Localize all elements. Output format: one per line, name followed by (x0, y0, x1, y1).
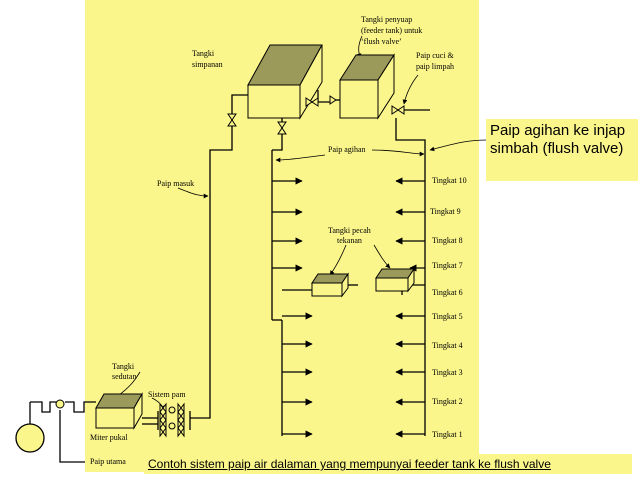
wash-overflow-label: Paip cuci & paip limpah (416, 51, 455, 71)
level-label: Tingkat 8 (432, 236, 463, 245)
svg-text:(feeder tank) untuk: (feeder tank) untuk (361, 26, 422, 35)
pump-icon (159, 402, 185, 438)
main-pipe-tail (59, 410, 85, 463)
flush-valve-callout: Paip agihan ke injap simbah (flush valve… (486, 119, 638, 181)
distribution-pipe-label: Paip agihan (328, 145, 366, 154)
svg-text:tekanan: tekanan (337, 236, 362, 245)
level-label: Tingkat 7 (432, 261, 463, 270)
figure-caption: Contoh sistem paip air dalaman yang memp… (144, 454, 632, 474)
level-label: Tingkat 10 (432, 176, 467, 185)
svg-text:Paip cuci &: Paip cuci & (416, 51, 455, 60)
gate-valve-icon (391, 105, 405, 115)
main-pipe-label: Paip utama (90, 457, 126, 466)
suction-tank (95, 392, 143, 430)
svg-text:Tangki pecah: Tangki pecah (328, 226, 371, 235)
svg-text:sedutan: sedutan (112, 372, 136, 381)
pump-system-label: Sistem pam (148, 390, 186, 399)
level-label: Tingkat 2 (432, 397, 463, 406)
break-pressure-tank-label: Tangki pecah tekanan (328, 226, 371, 245)
svg-text:paip limpah: paip limpah (416, 62, 454, 71)
suction-tank-label: Tangki sedutan (112, 362, 136, 381)
feeder-tank (339, 53, 395, 120)
level-label: Tingkat 1 (432, 430, 463, 439)
storage-tank-label: Tangki simpanan (192, 49, 223, 69)
gate-valve-icon (227, 113, 237, 127)
svg-text:Tangki penyuap: Tangki penyuap (361, 15, 412, 24)
svg-text:‘flush valve’: ‘flush valve’ (361, 37, 402, 46)
break-pressure-tank-right (375, 267, 415, 293)
inlet-pipe-label: Paip masuk (157, 179, 194, 188)
break-pressure-tank-left (311, 272, 349, 298)
level-labels: Tingkat 10 Tingkat 9 Tingkat 8 Tingkat 7… (430, 176, 467, 439)
gate-valve-icon (277, 121, 287, 135)
meter-label: Miter pukal (90, 433, 128, 442)
level-label: Tingkat 9 (430, 207, 461, 216)
level-label: Tingkat 3 (432, 368, 463, 377)
level-label: Tingkat 6 (432, 288, 463, 297)
gate-valve-icon (305, 97, 319, 107)
gate-valve-icon (329, 95, 337, 105)
svg-text:simpanan: simpanan (192, 60, 223, 69)
level-label: Tingkat 4 (432, 341, 463, 350)
valve-icon (55, 399, 65, 409)
svg-text:Tangki: Tangki (192, 49, 215, 58)
feeder-tank-label: Tangki penyuap (feeder tank) untuk ‘flus… (361, 15, 422, 46)
meter-icon (15, 423, 45, 453)
svg-text:Tangki: Tangki (112, 362, 135, 371)
level-label: Tingkat 5 (432, 312, 463, 321)
